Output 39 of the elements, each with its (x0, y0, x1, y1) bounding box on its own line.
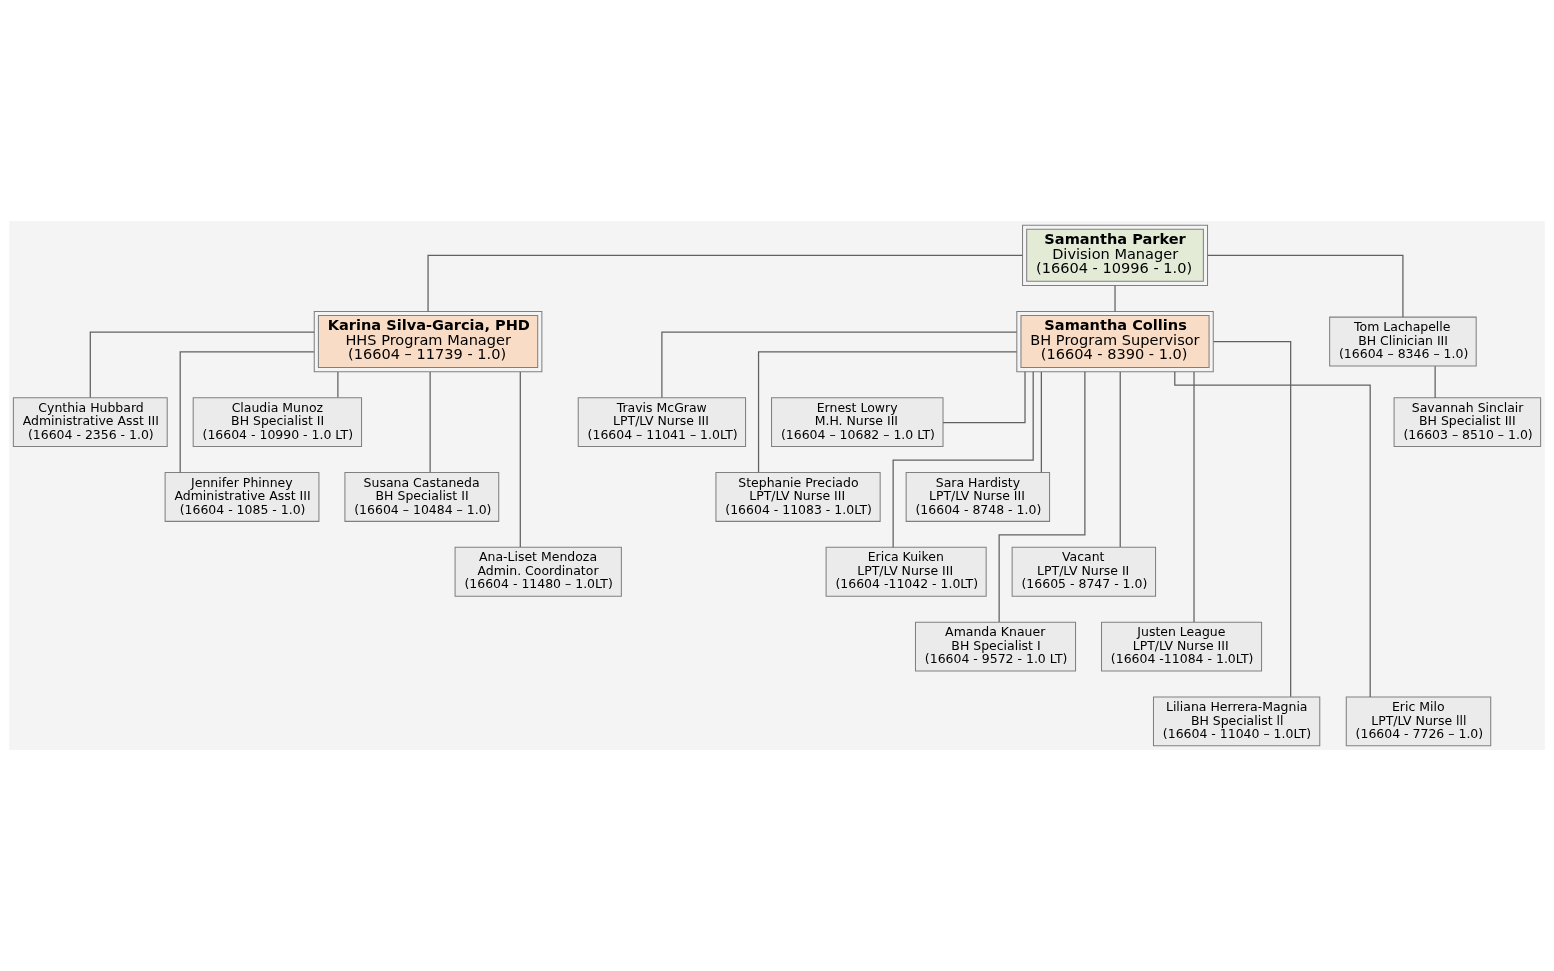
connector (1207, 254, 1404, 318)
connector (998, 371, 1086, 623)
connector (179, 351, 315, 473)
node-box: Amanda Knauer BH Specialist I (16604 - 9572 - 1.0 LT) (914, 621, 1077, 672)
node-box: Vacant LPT/LV Nurse II (16605 - 8747 - 1.0) (1011, 546, 1157, 597)
connector (427, 254, 1023, 312)
node-box: Susana Castaneda BH Specialist II (16604 – 10484 – 1.0) (344, 472, 500, 522)
node-box: Cynthia Hubbard Administrative Asst III (16604 - 2356 - 1.0) (12, 397, 168, 448)
node-box: Eric Milo LPT/LV Nurse lll (16604 - 7726 – 1.0) (1345, 696, 1492, 747)
connector (1174, 371, 1371, 698)
node-box: Claudia Munoz BH Specialist II (16604 - 10990 - 1.0 LT) (192, 397, 363, 448)
connector (1213, 340, 1292, 698)
node-box: Stephanie Preciado LPT/LV Nurse III (16604 - 11083 - 1.0LT) (715, 472, 881, 522)
node-box: Sara Hardisty LPT/LV Nurse III (16604 - 8748 - 1.0) (905, 472, 1051, 522)
connector (1040, 371, 1042, 473)
connector (892, 371, 1034, 548)
node-box: Ana-Liset Mendoza Admin. Coordinator (16604 - 11480 – 1.0LT) (454, 546, 622, 597)
connector (1434, 365, 1436, 399)
connector (661, 331, 1018, 399)
node-box: Travis McGraw LPT/LV Nurse III (16604 – 11041 – 1.0LT) (577, 397, 747, 448)
connector (757, 351, 1018, 473)
node-box: Justen League LPT/LV Nurse III (16604 -11084 - 1.0LT) (1101, 621, 1263, 672)
connector (1119, 371, 1121, 548)
connector (1114, 284, 1116, 312)
node-box: Ernest Lowry M.H. Nurse III (16604 – 10682 – 1.0 LT) (771, 397, 944, 448)
connector (519, 371, 521, 548)
node-box: Savannah Sinclair BH Specialist III (16603 – 8510 – 1.0) (1393, 397, 1542, 448)
connector (429, 371, 431, 473)
node-box: Tom Lachapelle BH Clinician III (16604 – 8346 – 1.0) (1329, 316, 1477, 367)
node-box: Jennifer Phinney Administrative Asst III (16604 - 1085 - 1.0) (164, 472, 320, 522)
node-box: Samantha Collins BH Program Supervisor (16604 - 8390 - 1.0) (1016, 310, 1214, 373)
node-box: Liliana Herrera-Magnia BH Specialist ll (16604 - 11040 – 1.0LT) (1152, 696, 1321, 747)
node-box: Karina Silva-Garcia, PHD HHS Program Manager (16604 – 11739 - 1.0) (313, 310, 543, 373)
connector (1193, 371, 1195, 623)
node-box: Samantha Parker Division Manager (16604 - 10996 - 1.0) (1022, 224, 1209, 286)
connector (89, 331, 315, 399)
node-box: Erica Kuiken LPT/LV Nurse III (16604 -11042 - 1.0LT) (825, 546, 987, 597)
connector (942, 371, 1026, 424)
connector (337, 371, 339, 398)
